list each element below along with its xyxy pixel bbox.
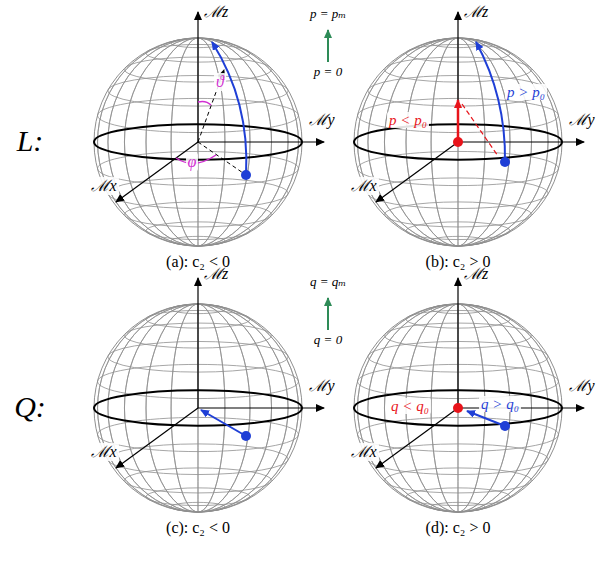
parameter-arrow bbox=[327, 298, 329, 330]
axis-label: ℳz bbox=[204, 265, 228, 283]
axis-label: ℳx bbox=[349, 443, 378, 461]
state-dot bbox=[453, 137, 463, 147]
trajectory-arrow bbox=[467, 411, 505, 426]
connecting-line bbox=[462, 104, 498, 156]
axis-x bbox=[376, 142, 458, 202]
axis-x bbox=[116, 142, 198, 202]
axis-y bbox=[458, 141, 584, 142]
parallel-line bbox=[368, 444, 548, 475]
axis-label: ℳy bbox=[567, 111, 596, 129]
axis-x bbox=[116, 408, 198, 468]
parameter-label: q = 0 bbox=[314, 333, 342, 347]
theta-arc bbox=[198, 101, 211, 105]
parameter-label: p = 0 bbox=[314, 65, 342, 79]
axis-y bbox=[198, 407, 324, 408]
trajectory-arrow bbox=[457, 100, 460, 142]
parallel-line bbox=[368, 178, 548, 209]
angle-label: φ bbox=[186, 153, 199, 171]
state-dot bbox=[500, 157, 510, 167]
axis-z bbox=[457, 12, 458, 142]
parallel-line bbox=[146, 222, 250, 240]
parallel-line bbox=[358, 417, 559, 451]
state-dot bbox=[453, 403, 463, 413]
axis-label: ℳy bbox=[307, 377, 336, 395]
axis-z bbox=[197, 12, 198, 142]
trajectory-curve bbox=[476, 42, 505, 162]
state-dot bbox=[241, 170, 251, 180]
parallel-line bbox=[108, 444, 288, 475]
state-dot bbox=[241, 431, 251, 441]
parameter-label: q = qₘ bbox=[310, 275, 346, 289]
axis-label: ℳx bbox=[349, 177, 378, 195]
projection-line bbox=[198, 142, 246, 175]
panel-caption: (c): c₂ < 0 bbox=[166, 519, 230, 537]
axis-y bbox=[458, 407, 584, 408]
axis-z bbox=[197, 278, 198, 408]
parallel-line bbox=[358, 151, 559, 185]
axis-y bbox=[198, 141, 324, 142]
region-label: p > p₀ bbox=[505, 84, 547, 101]
region-label: p < p₀ bbox=[387, 112, 429, 129]
panel-caption: (d): c₂ > 0 bbox=[426, 519, 491, 537]
axis-label: ℳz bbox=[464, 265, 488, 283]
axis-z bbox=[457, 278, 458, 408]
axis-label: ℳy bbox=[307, 111, 336, 129]
parallel-line bbox=[406, 488, 510, 506]
parameter-label: p = pₘ bbox=[310, 7, 346, 21]
row-label: L: bbox=[17, 124, 44, 157]
parallel-line bbox=[406, 222, 510, 240]
angle-label: ϑ bbox=[214, 73, 226, 91]
row-label: Q: bbox=[14, 390, 46, 423]
axis-label: ℳx bbox=[89, 443, 118, 461]
region-label: q < q₀ bbox=[389, 398, 431, 415]
parallel-line bbox=[98, 417, 299, 451]
state-dot bbox=[500, 421, 510, 431]
axis-x bbox=[376, 408, 458, 468]
axis-label: ℳx bbox=[89, 177, 118, 195]
axis-label: ℳz bbox=[204, 3, 228, 21]
parallel-line bbox=[146, 488, 250, 506]
axis-label: ℳy bbox=[567, 377, 596, 395]
trajectory-arrow bbox=[201, 410, 246, 436]
parallel-line bbox=[108, 178, 288, 209]
parameter-arrow bbox=[327, 30, 329, 62]
region-label: q > q₀ bbox=[479, 396, 521, 413]
axis-label: ℳz bbox=[464, 3, 488, 21]
parallel-line bbox=[98, 151, 299, 185]
